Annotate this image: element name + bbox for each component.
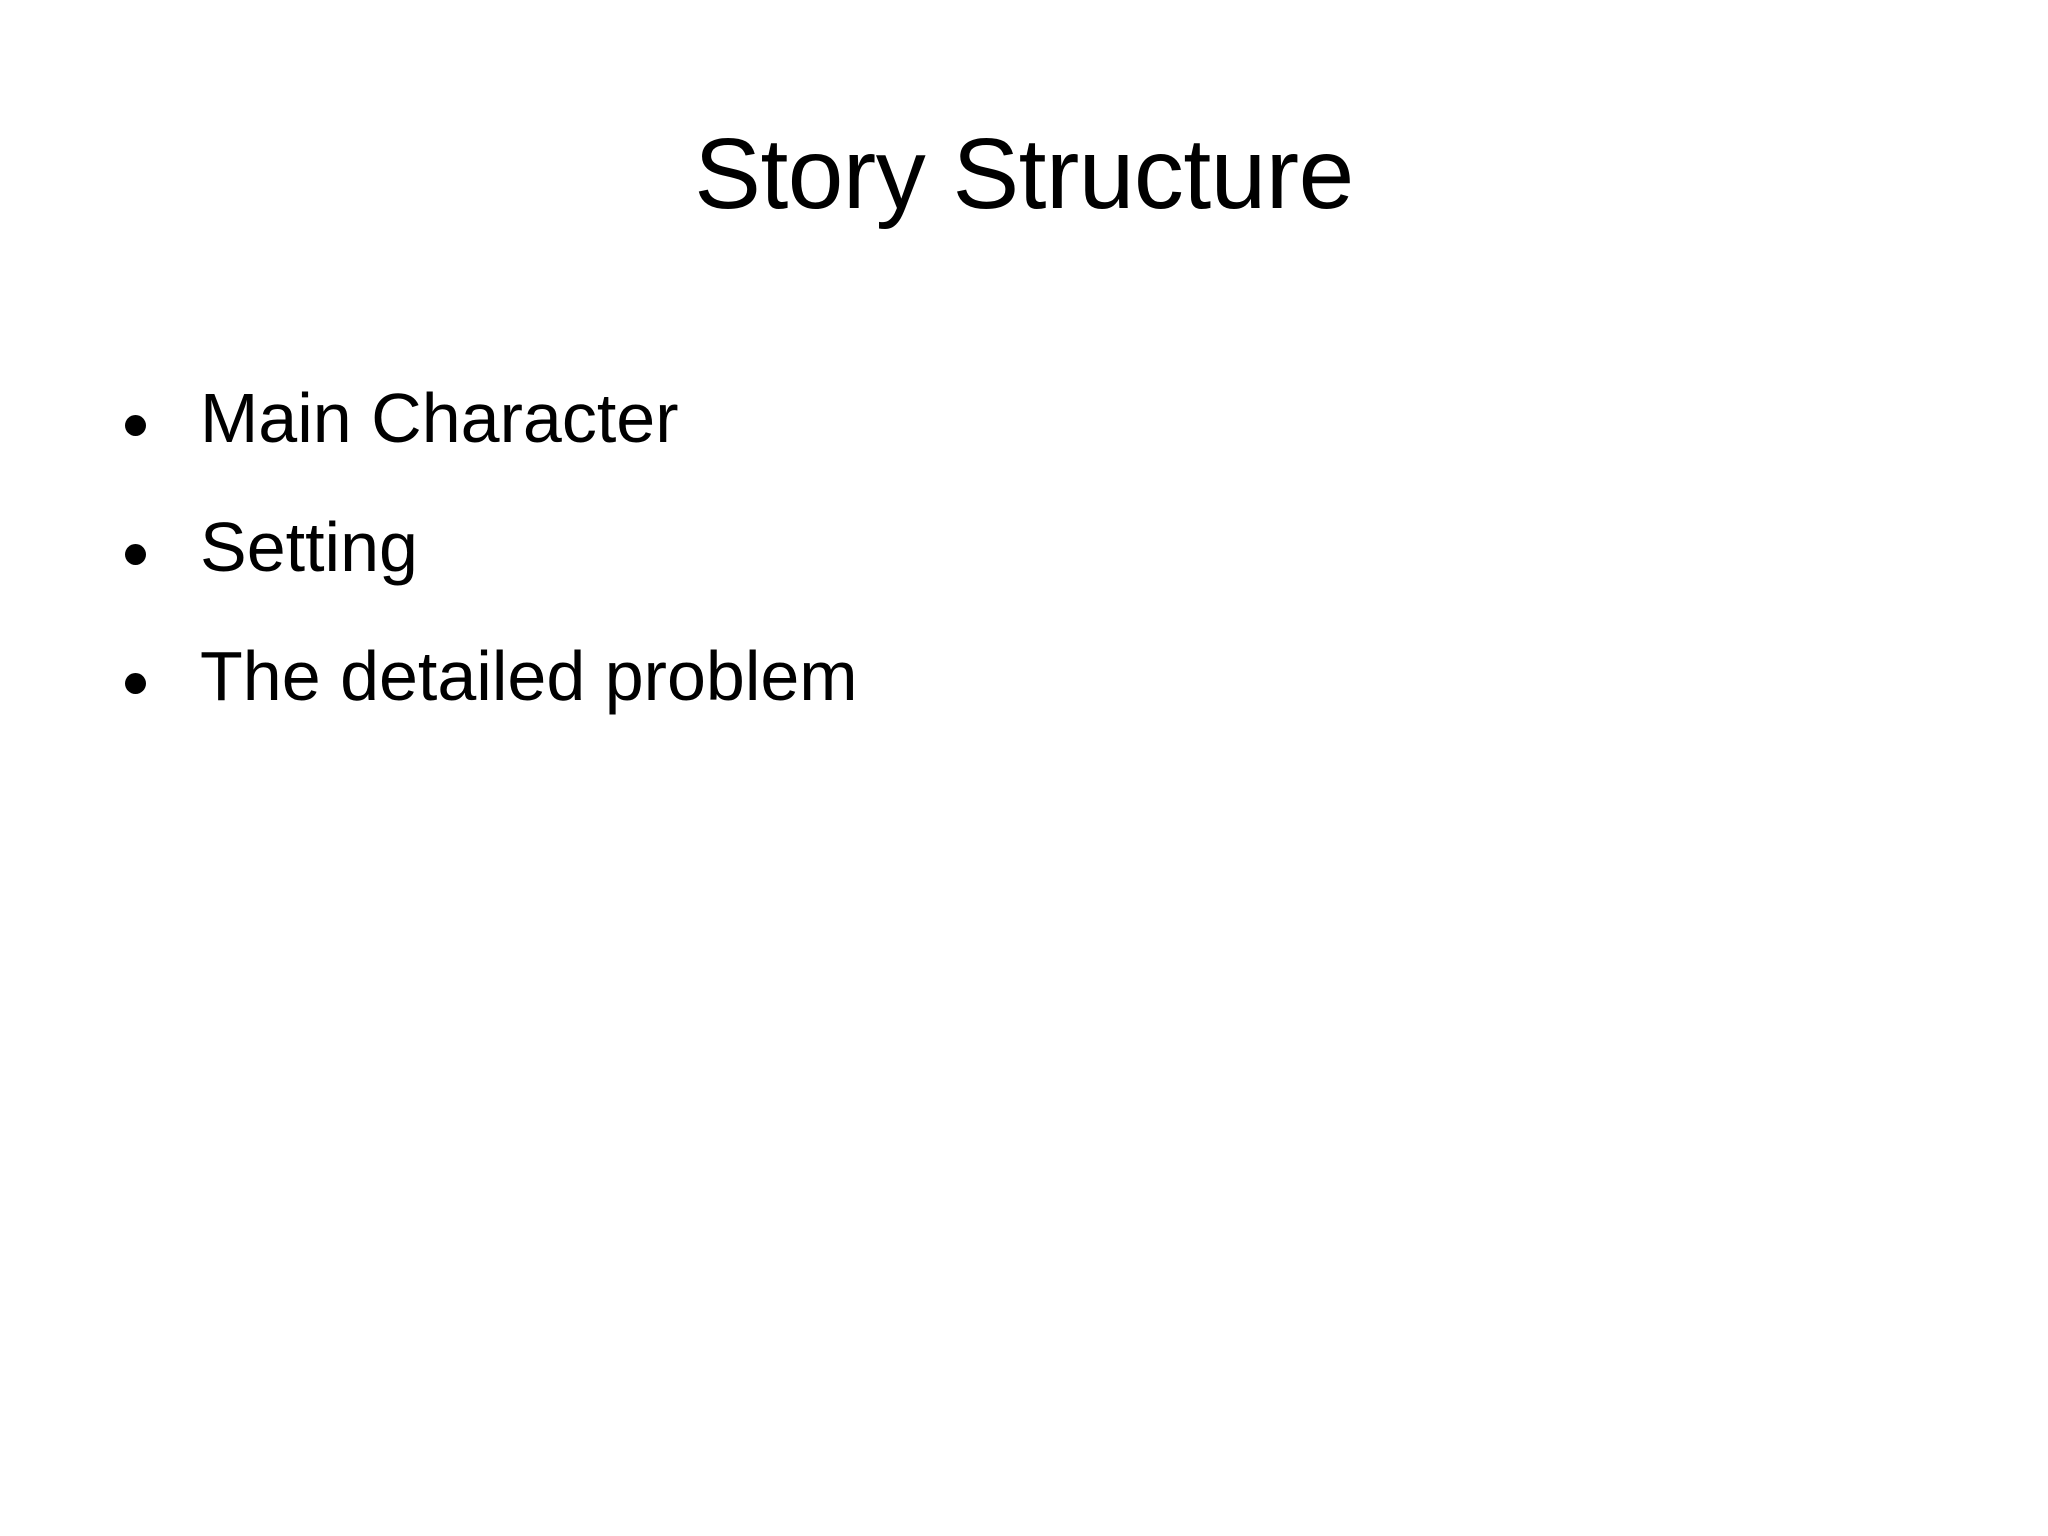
list-item[interactable]: The detailed problem — [0, 630, 1900, 759]
list-item-label: The detailed problem — [200, 637, 858, 715]
slide-title: Story Structure — [694, 118, 1354, 230]
list-item[interactable]: Main Character — [0, 372, 1900, 501]
bullet-dot-icon — [125, 415, 146, 436]
list-item[interactable]: Setting — [0, 501, 1900, 630]
bullet-list: Main Character Setting The detailed prob… — [0, 372, 1900, 759]
bullet-dot-icon — [125, 673, 146, 694]
list-item-label: Main Character — [200, 379, 679, 457]
bullet-dot-icon — [125, 544, 146, 565]
list-item-label: Setting — [200, 508, 418, 586]
